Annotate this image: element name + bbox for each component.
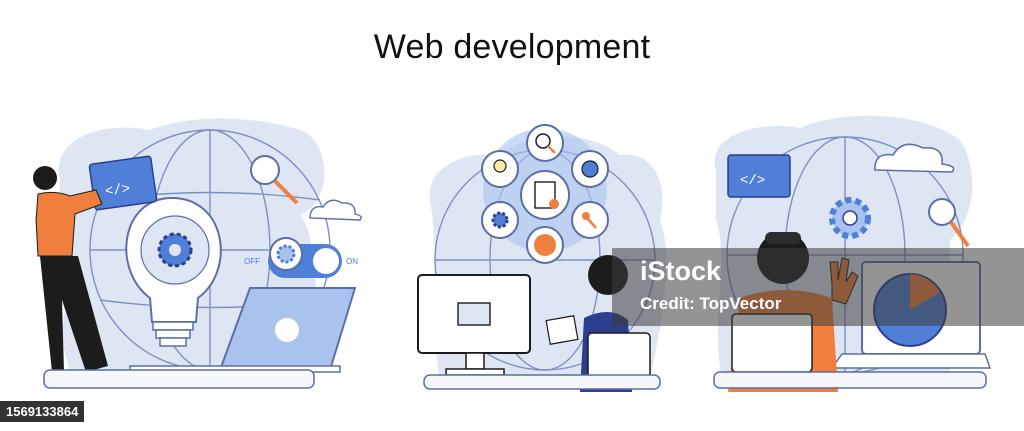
cloud-icon (874, 143, 955, 173)
stock-id-badge: 1569133864 (0, 401, 85, 422)
scene-idea: OFF ON </> (33, 118, 362, 389)
gear-icon (829, 197, 871, 239)
code-window: </> (727, 154, 791, 198)
code-window-glyph: </> (740, 173, 765, 189)
footer-bar (0, 398, 1024, 431)
cloud-icon (309, 199, 362, 221)
service-hub (481, 124, 609, 264)
magnifier-icon (928, 198, 970, 248)
watermark-banner (612, 248, 1024, 326)
standing-person (33, 166, 108, 380)
light-bulb-icon (125, 196, 222, 347)
toggle-on-label: ON (346, 257, 358, 266)
monitor (417, 274, 531, 376)
desk-base (713, 371, 987, 389)
watermark-logo: iStock (640, 256, 722, 286)
desk-base (423, 374, 661, 390)
chair (587, 332, 651, 380)
code-window-glyph: </> (104, 181, 131, 200)
toggle-switch (268, 237, 342, 278)
code-window: </> (88, 155, 158, 211)
page-title: Web development (373, 28, 651, 66)
search-icon (526, 124, 564, 162)
toggle-off-label: OFF (244, 257, 260, 266)
scene-services (417, 124, 667, 392)
magnifier-icon (250, 155, 299, 205)
watermark-credit: Credit: TopVector (640, 294, 782, 313)
desk-base (43, 369, 315, 389)
